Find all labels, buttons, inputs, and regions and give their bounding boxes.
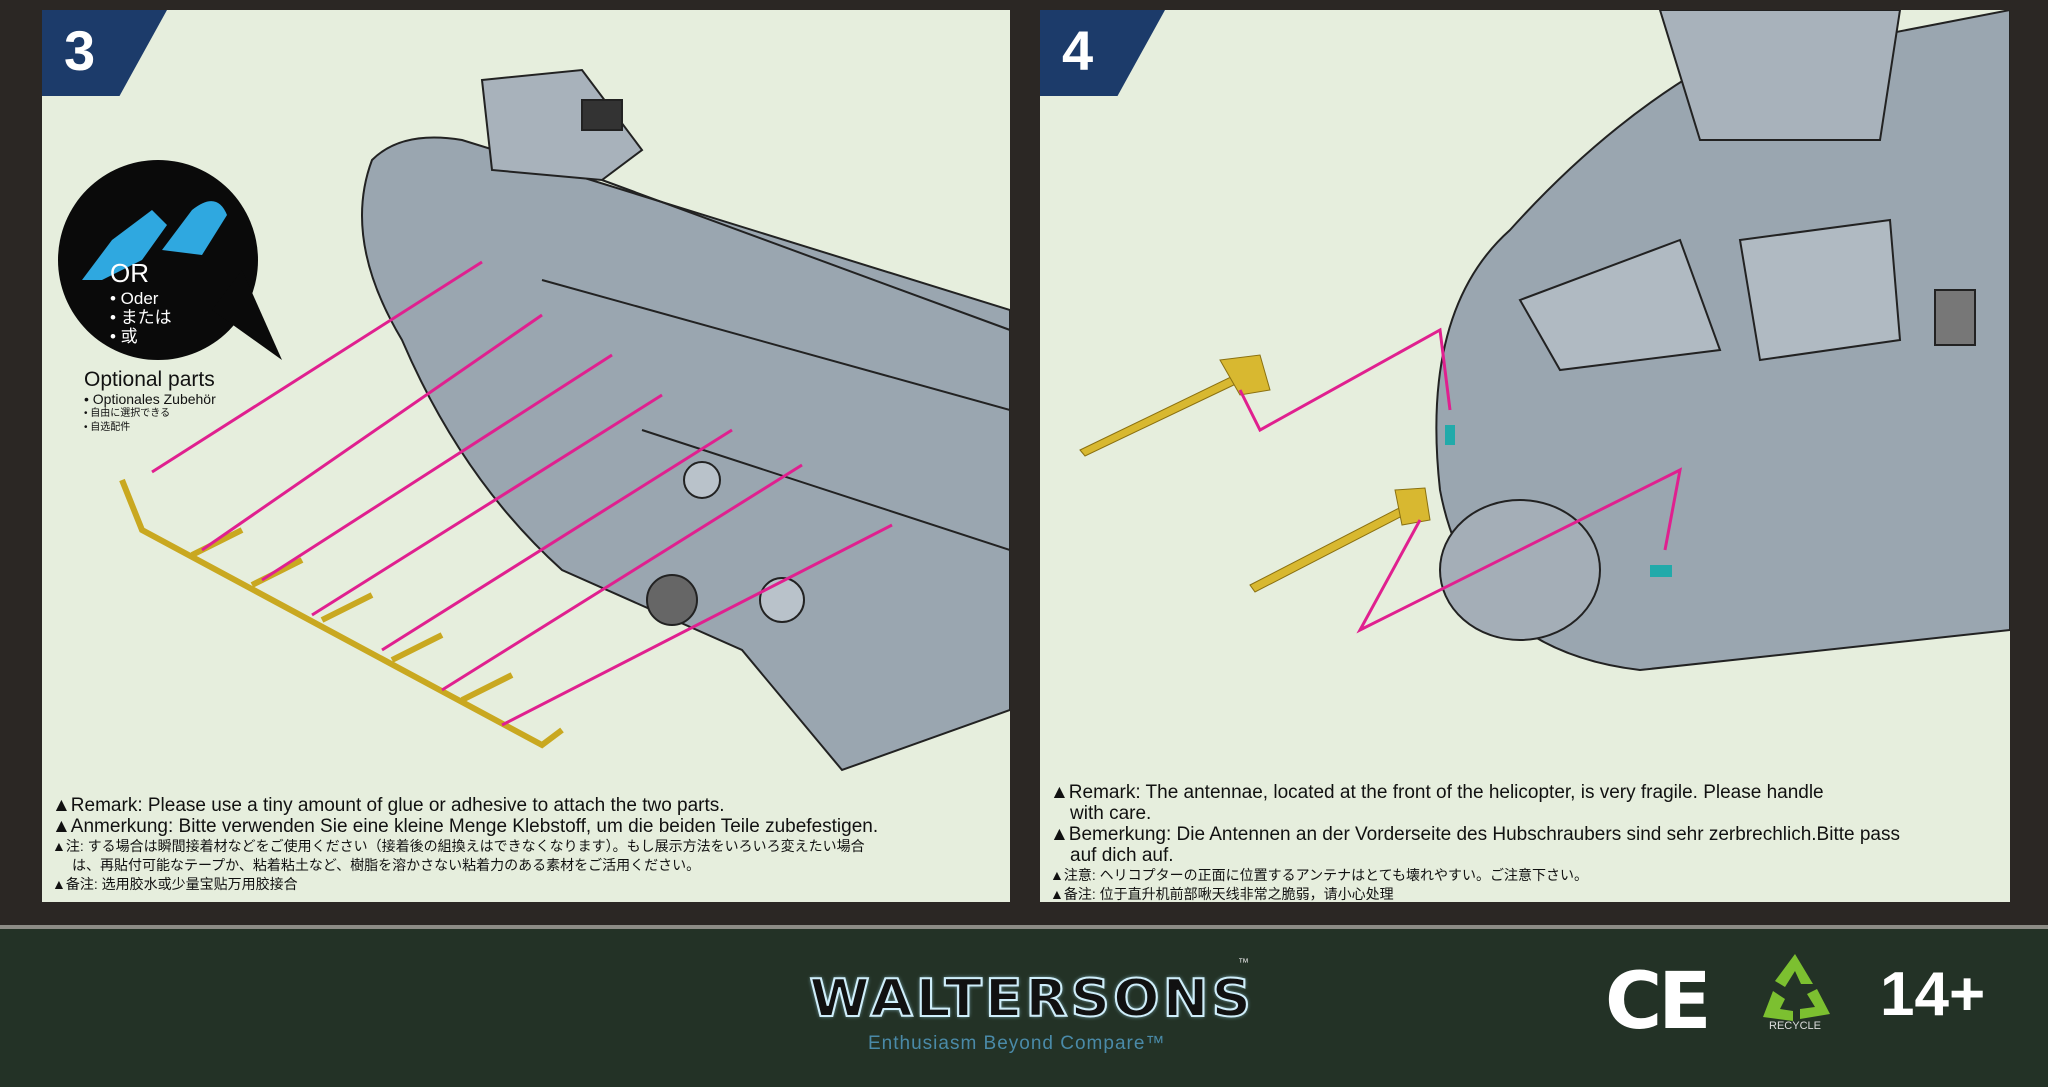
- remark-en: ▲Remark: Please use a tiny amount of glu…: [52, 795, 725, 816]
- remark-de-cont: auf dich auf.: [1070, 845, 1174, 866]
- remark-ja-cont: は、再貼付可能なテープか、粘着粘土など、樹脂を溶かさない粘着力のある素材をご活用…: [72, 857, 701, 873]
- glue-bottle-icon: [82, 210, 167, 280]
- optional-de: • Optionales Zubehör: [84, 391, 216, 407]
- step-3-remarks: ▲Remark: Please use a tiny amount of glu…: [52, 795, 878, 894]
- step-4-illustration: [1079, 10, 2010, 672]
- step-4-panel: 4 ▲Remark: The antennae, located at the …: [1040, 10, 2010, 902]
- trademark: ™: [1238, 957, 1249, 969]
- remark-en-cont: with care.: [1070, 803, 1152, 824]
- or-label: OR: [110, 258, 149, 288]
- optional-parts-label: Optional parts • Optionales Zubehör • 自由…: [84, 368, 216, 435]
- age-rating: 14+: [1880, 960, 1986, 1029]
- helicopter-fuselage: [361, 68, 1010, 772]
- step-4-remarks: ▲Remark: The antennae, located at the fr…: [1050, 782, 1900, 902]
- remark-ja: ▲注: する場合は瞬間接着材などをご使用ください（接着後の組換えはできなくなりま…: [52, 838, 865, 854]
- optional-part-rail: [119, 478, 564, 749]
- optional-ja: • 自由に選択できる: [84, 408, 171, 419]
- footer-bar: WALTERSONS ™ Enthusiasm Beyond Compare™ …: [0, 925, 2048, 1087]
- ce-mark-icon: CE: [1605, 957, 1712, 1047]
- bubble-tail-and-icons: [82, 201, 282, 360]
- recycle-label: RECYCLE: [1769, 1020, 1821, 1029]
- or-zh: • 或: [110, 327, 138, 346]
- optional-title: Optional parts: [84, 368, 215, 391]
- glue-or-tape-bubble: [58, 160, 258, 360]
- or-ja: • または: [110, 308, 172, 327]
- helicopter-nose: [1435, 10, 2010, 672]
- remark-zh: ▲备注: 位于直升机前部啾天线非常之脆弱，请小心处理: [1050, 886, 1394, 902]
- optional-zh: • 自选配件: [84, 422, 131, 433]
- step-number-badge: 4: [1040, 10, 1165, 96]
- remark-de: ▲Anmerkung: Bitte verwenden Sie eine kle…: [52, 816, 879, 837]
- remark-en: ▲Remark: The antennae, located at the fr…: [1050, 782, 1824, 803]
- remark-de: ▲Bemerkung: Die Antennen an der Vorderse…: [1050, 824, 1900, 845]
- tape-roll-icon: [162, 201, 227, 255]
- step-3-panel: 3 OR • Oder • または • 或 Optional parts • O…: [42, 10, 1010, 902]
- antenna-parts: [1079, 354, 1431, 593]
- brand-logo: WALTERSONS: [808, 968, 1255, 1030]
- or-de: • Oder: [110, 289, 159, 308]
- recycle-icon: RECYCLE: [1763, 954, 1830, 1029]
- brand-tagline: Enthusiasm Beyond Compare™: [868, 1033, 1166, 1054]
- placement-arrows: [1238, 327, 1683, 634]
- remark-ja: ▲注意: ヘリコプターの正面に位置するアンテナはとても壊れやすい。ご注意下さい。: [1050, 867, 1588, 883]
- step-3-illustration: [119, 68, 1010, 772]
- placement-arrows: [151, 260, 893, 727]
- remark-zh: ▲备注: 选用胶水或少量宝贴万用胶接合: [52, 876, 298, 892]
- bubble-text: OR • Oder • または • 或: [110, 258, 172, 346]
